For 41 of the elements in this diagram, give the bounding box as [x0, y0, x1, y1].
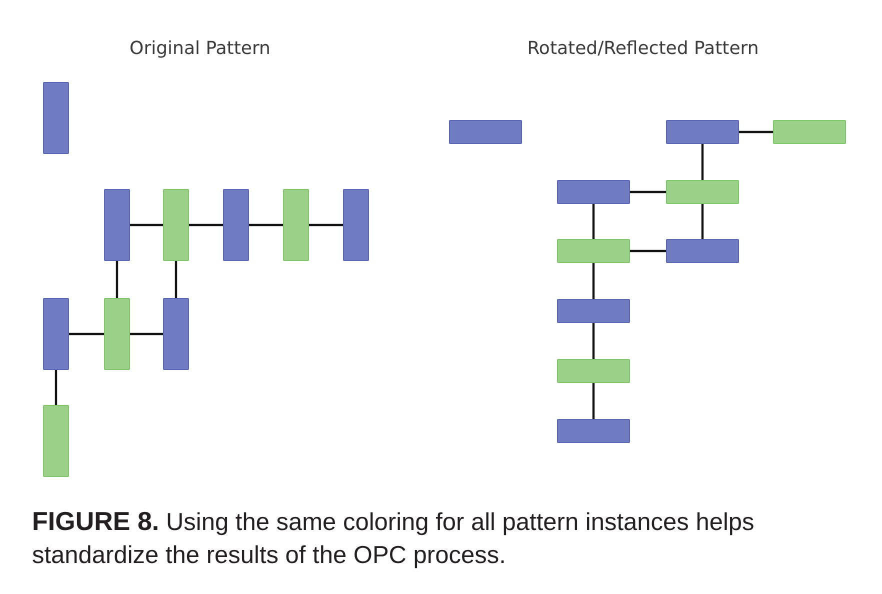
connector-line [592, 323, 595, 359]
pattern-bar [43, 82, 69, 154]
pattern-bar [666, 239, 739, 263]
figure-caption: FIGURE 8. Using the same coloring for all pattern instances helps standardize the results of the OPC process. [32, 505, 756, 571]
pattern-bar [449, 120, 522, 144]
pattern-bar [104, 189, 130, 261]
connector-line [592, 204, 595, 239]
pattern-bar [666, 180, 739, 204]
connector-line [701, 204, 704, 239]
pattern-bar [43, 298, 69, 370]
pattern-bar [666, 120, 739, 144]
connector-line [592, 263, 595, 299]
pattern-bar [557, 239, 630, 263]
pattern-bar [104, 298, 130, 370]
connector-line [130, 332, 163, 336]
connector-line [739, 130, 773, 134]
pattern-bar [283, 189, 309, 261]
connector-line [630, 190, 666, 194]
pattern-bar [557, 180, 630, 204]
pattern-bar [773, 120, 846, 144]
connector-line [116, 261, 118, 298]
pattern-bar [557, 359, 630, 383]
connector-line [130, 224, 163, 226]
pattern-bar [163, 298, 189, 370]
pattern-bar [163, 189, 189, 261]
connector-line [174, 261, 178, 298]
pattern-bar [223, 189, 249, 261]
connector-line [249, 224, 283, 226]
pattern-bar [557, 419, 630, 443]
connector-line [630, 250, 666, 252]
pattern-bar [343, 189, 369, 261]
panel-title: Original Pattern [130, 38, 270, 59]
connector-line [54, 370, 58, 405]
pattern-bar [557, 299, 630, 323]
connector-line [309, 224, 343, 226]
connector-line [69, 332, 104, 336]
connector-line [592, 383, 595, 419]
panel-title: Rotated/Reflected Pattern [527, 38, 759, 59]
pattern-bar [43, 405, 69, 477]
connector-line [701, 144, 704, 180]
connector-line [189, 224, 223, 226]
